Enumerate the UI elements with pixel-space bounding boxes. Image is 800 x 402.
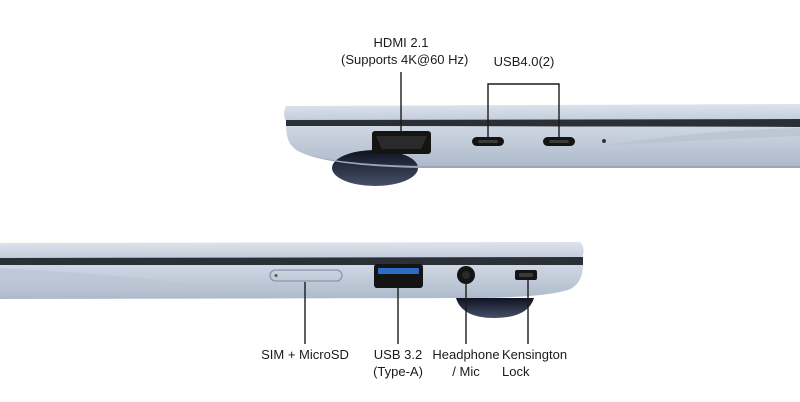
kensington-label: Kensington Lock xyxy=(502,346,582,380)
sim-eject-hole xyxy=(274,274,278,277)
sim-microsd-label: SIM + MicroSD xyxy=(250,346,360,363)
hdmi-label-line1: HDMI 2.1 xyxy=(373,35,429,50)
kensington-label-line1: Kensington xyxy=(502,347,568,362)
laptop-right-side xyxy=(284,104,800,186)
headphone-label-line2: / Mic xyxy=(452,364,480,379)
kensington-label-line2: Lock xyxy=(502,364,530,379)
usb32-label-line1: USB 3.2 xyxy=(373,347,423,362)
bottom-foot xyxy=(456,298,534,318)
top-leader-lines xyxy=(400,72,560,137)
top-seam xyxy=(286,119,800,127)
top-base-bottom xyxy=(300,152,800,168)
usb4-label-line1: USB4.0(2) xyxy=(493,54,555,69)
sim-slot xyxy=(269,269,343,282)
bottom-seam xyxy=(0,257,583,266)
usbc-port-1-inner xyxy=(478,140,498,143)
hdmi-label: HDMI 2.1 (Supports 4K@60 Hz) xyxy=(341,34,469,68)
bottom-base-highlight xyxy=(0,268,230,290)
usbc-port-2-inner xyxy=(549,140,569,143)
usb-a-port-tongue xyxy=(378,268,419,274)
hdmi-label-line2: (Supports 4K@60 Hz) xyxy=(341,52,469,67)
headphone-label-line1: Headphone xyxy=(432,347,500,362)
headphone-label: Headphone / Mic xyxy=(426,346,506,380)
top-foot xyxy=(332,150,418,186)
top-lid xyxy=(284,104,800,121)
usb32-label: USB 3.2 (Type-A) xyxy=(358,346,438,380)
usb4-label: USB4.0(2) xyxy=(484,53,564,70)
bottom-base xyxy=(0,265,583,299)
usb4-leader xyxy=(487,83,560,137)
top-base-highlight xyxy=(600,128,800,146)
usb32-label-line2: (Type-A) xyxy=(373,364,423,379)
bottom-lid xyxy=(0,242,584,259)
kensington-slot-inner xyxy=(519,273,533,277)
usb-a-port xyxy=(374,264,423,288)
status-led xyxy=(602,139,606,143)
headphone-jack-inner xyxy=(462,271,470,279)
bottom-leader-lines xyxy=(304,280,529,344)
laptop-left-side xyxy=(0,242,584,318)
sim-label-line1: SIM + MicroSD xyxy=(261,347,349,362)
hdmi-port-inner xyxy=(376,136,427,149)
